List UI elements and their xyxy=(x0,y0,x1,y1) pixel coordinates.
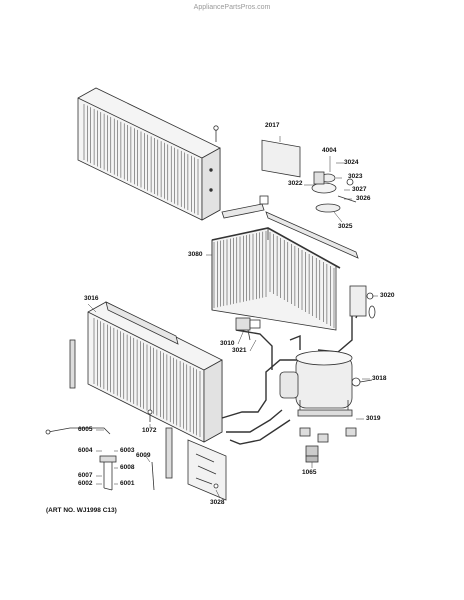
refrigerant-tubing xyxy=(221,299,363,445)
label-3020: 3020 xyxy=(380,292,395,299)
label-3025: 3025 xyxy=(338,223,353,230)
label-3027: 3027 xyxy=(352,186,367,193)
control-panel xyxy=(187,439,227,501)
label-1065: 1065 xyxy=(302,469,317,476)
evaporator-coil xyxy=(211,227,341,331)
screw-top xyxy=(213,125,219,142)
compressor xyxy=(279,350,353,417)
leader-lines xyxy=(87,136,378,499)
label-6002: 6002 xyxy=(78,480,93,487)
label-6003: 6003 xyxy=(120,447,135,454)
label-2017: 2017 xyxy=(265,122,280,129)
art-number: (ART NO. WJ1998 C13) xyxy=(46,507,117,514)
label-6001: 6001 xyxy=(120,480,135,487)
screw-1072 xyxy=(147,409,153,422)
watermark-text: AppliancePartsPros.com xyxy=(193,4,271,11)
label-3016: 3016 xyxy=(84,295,99,302)
label-6008: 6008 xyxy=(120,464,135,471)
side-strip xyxy=(69,339,76,389)
label-1072: 1072 xyxy=(142,427,157,434)
capacitor-assembly xyxy=(261,139,357,213)
valve-3010 xyxy=(235,317,261,341)
label-6005: 6005 xyxy=(78,426,93,433)
sensor-assembly xyxy=(45,427,173,491)
label-3010: 3010 xyxy=(220,340,235,347)
label-3080: 3080 xyxy=(188,251,203,258)
top-coil xyxy=(77,87,221,221)
mounting-bar-upper xyxy=(221,195,359,259)
label-3019: 3019 xyxy=(366,415,381,422)
label-6007: 6007 xyxy=(78,472,93,479)
grommets xyxy=(299,427,357,463)
label-3021: 3021 xyxy=(232,347,247,354)
label-3028: 3028 xyxy=(210,499,225,506)
label-3023: 3023 xyxy=(348,173,363,180)
part-3018 xyxy=(351,377,373,387)
label-6004: 6004 xyxy=(78,447,93,454)
label-3024: 3024 xyxy=(344,159,359,166)
label-3018: 3018 xyxy=(372,375,387,382)
label-4004: 4004 xyxy=(322,147,337,154)
label-6009: 6009 xyxy=(136,452,151,459)
condenser-coil xyxy=(87,301,223,443)
label-3022: 3022 xyxy=(288,180,303,187)
part-3020 xyxy=(349,285,376,319)
label-3026: 3026 xyxy=(356,195,371,202)
